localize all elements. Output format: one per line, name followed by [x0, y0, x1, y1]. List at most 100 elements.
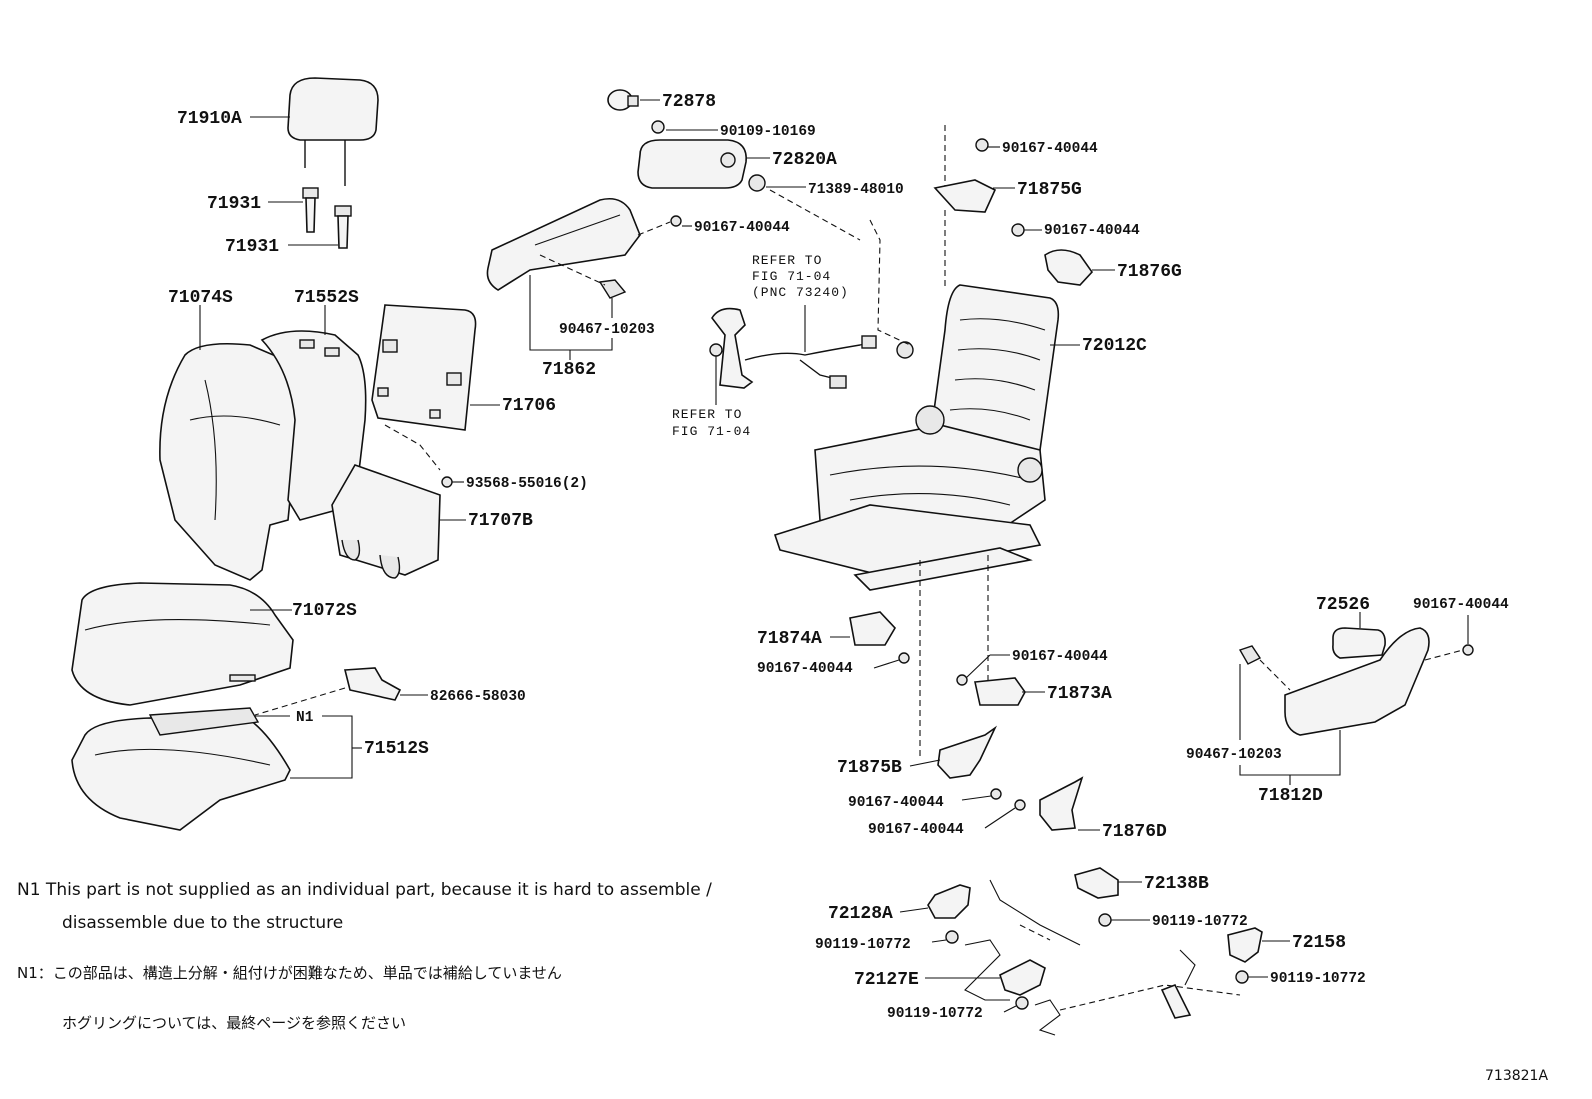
guide-line [1424, 649, 1464, 661]
label-72138B: 72138B [1144, 874, 1209, 894]
refer-label-1-line1: REFER TO [752, 253, 822, 268]
bracket-71874A-part [849, 611, 896, 646]
leader-line [965, 654, 991, 679]
screw-icon [1098, 913, 1112, 927]
leader-line [961, 795, 992, 801]
label-90167-b: 90167-40044 [1002, 141, 1098, 157]
label-72878: 72878 [662, 92, 716, 112]
label-71812D: 71812D [1258, 786, 1323, 806]
label-82666: 82666-58030 [430, 689, 526, 705]
knob-72878-part [607, 89, 639, 111]
leader-line [909, 759, 941, 767]
headrest-support-part [302, 187, 352, 249]
leader-line [899, 907, 929, 913]
label-72012C: 72012C [1082, 336, 1147, 356]
label-71875B: 71875B [837, 758, 902, 778]
knob-72526-part [1332, 627, 1386, 659]
bracket-line [529, 275, 613, 351]
bracket-line [290, 715, 353, 779]
label-72128A: 72128A [828, 904, 893, 924]
cover-71876G-part [1044, 249, 1094, 286]
cover-71875G-part [933, 179, 997, 213]
label-90119-b: 90119-10772 [1152, 914, 1248, 930]
label-71389: 71389-48010 [808, 182, 904, 198]
leader-line [873, 659, 900, 669]
label-90167-f: 90167-40044 [848, 795, 944, 811]
screw-icon [1014, 799, 1026, 811]
label-90167-d: 90167-40044 [757, 661, 853, 677]
label-72127E: 72127E [854, 970, 919, 990]
screw-icon [651, 120, 665, 134]
note-hog-ring-japanese: ホグリングについては、最終ページを参照ください [62, 1014, 406, 1032]
label-71706: 71706 [502, 396, 556, 416]
label-71512S: 71512S [364, 739, 429, 759]
seatback-lower-board-part [331, 464, 441, 579]
cushion-pad-part [71, 707, 291, 831]
label-93568: 93568-55016(2) [466, 476, 588, 492]
guide-line [1259, 659, 1291, 691]
label-71862: 71862 [542, 360, 596, 380]
refer-label-1-line3: (PNC 73240) [752, 285, 849, 300]
screw-icon [1011, 223, 1025, 237]
label-72526: 72526 [1316, 595, 1370, 615]
label-90167-e: 90167-40044 [1012, 649, 1108, 665]
cushion-cover-part [71, 582, 294, 706]
label-71875G: 71875G [1017, 180, 1082, 200]
label-71876D: 71876D [1102, 822, 1167, 842]
cover-71875B-part [937, 725, 997, 779]
seatback-pad-part [260, 330, 367, 521]
clip-icon [598, 279, 627, 299]
label-90119-d: 90119-10772 [887, 1006, 983, 1022]
seatbelt-buckle-part [709, 307, 877, 389]
armrest-71812D-part [1284, 627, 1430, 736]
floor-outline [1034, 999, 1061, 1036]
label-71552S: 71552S [294, 288, 359, 308]
label-90167-a: 90167-40044 [694, 220, 790, 236]
label-90167-c: 90167-40044 [1044, 223, 1140, 239]
cover-72138B-part [1074, 867, 1119, 899]
clip-icon [1238, 645, 1262, 665]
headrest-part [287, 77, 379, 186]
screw-icon [990, 788, 1002, 800]
floor-outline [964, 939, 1010, 1001]
guide-line [384, 424, 441, 471]
label-71874A: 71874A [757, 629, 822, 649]
floor-outline [1179, 949, 1196, 986]
note-n1-english-line1: N1 This part is not supplied as an indiv… [17, 880, 712, 900]
screw-icon [1462, 644, 1474, 656]
seatback-board-part [371, 304, 477, 431]
label-90119-a: 90119-10772 [815, 937, 911, 953]
cover-72127E-part [999, 959, 1046, 996]
screw-icon [956, 674, 968, 686]
refer-label-1-line2: FIG 71-04 [752, 269, 831, 284]
bracket-icon [1160, 983, 1192, 1019]
label-90109: 90109-10169 [720, 124, 816, 140]
screw-icon [1235, 970, 1249, 984]
leader-line [984, 807, 1016, 829]
label-71910A: 71910A [177, 109, 242, 129]
refer-label-2-line2: FIG 71-04 [672, 424, 751, 439]
screw-icon [670, 215, 682, 227]
bracket-71873A-part [974, 677, 1026, 706]
bushing-icon [748, 174, 766, 192]
cover-72128A-part [927, 884, 971, 919]
guide-line [254, 687, 346, 716]
label-71931-a: 71931 [207, 194, 261, 214]
label-90167-h: 90167-40044 [1413, 597, 1509, 613]
label-90119-c: 90119-10772 [1270, 971, 1366, 987]
leader-line [1003, 1005, 1017, 1013]
seat-frame-part [773, 284, 1060, 591]
label-71876G: 71876G [1117, 262, 1182, 282]
label-90167-g: 90167-40044 [868, 822, 964, 838]
label-71707B: 71707B [468, 511, 533, 531]
label-71074S: 71074S [168, 288, 233, 308]
screw-icon [945, 930, 959, 944]
label-71931-b: 71931 [225, 237, 279, 257]
armrest-72820A-part [637, 139, 747, 189]
screw-icon [898, 652, 910, 664]
guide-line [769, 189, 861, 241]
figure-code: 713821A [1485, 1068, 1549, 1084]
guide-line [869, 219, 911, 346]
cover-71876D-part [1039, 776, 1084, 831]
